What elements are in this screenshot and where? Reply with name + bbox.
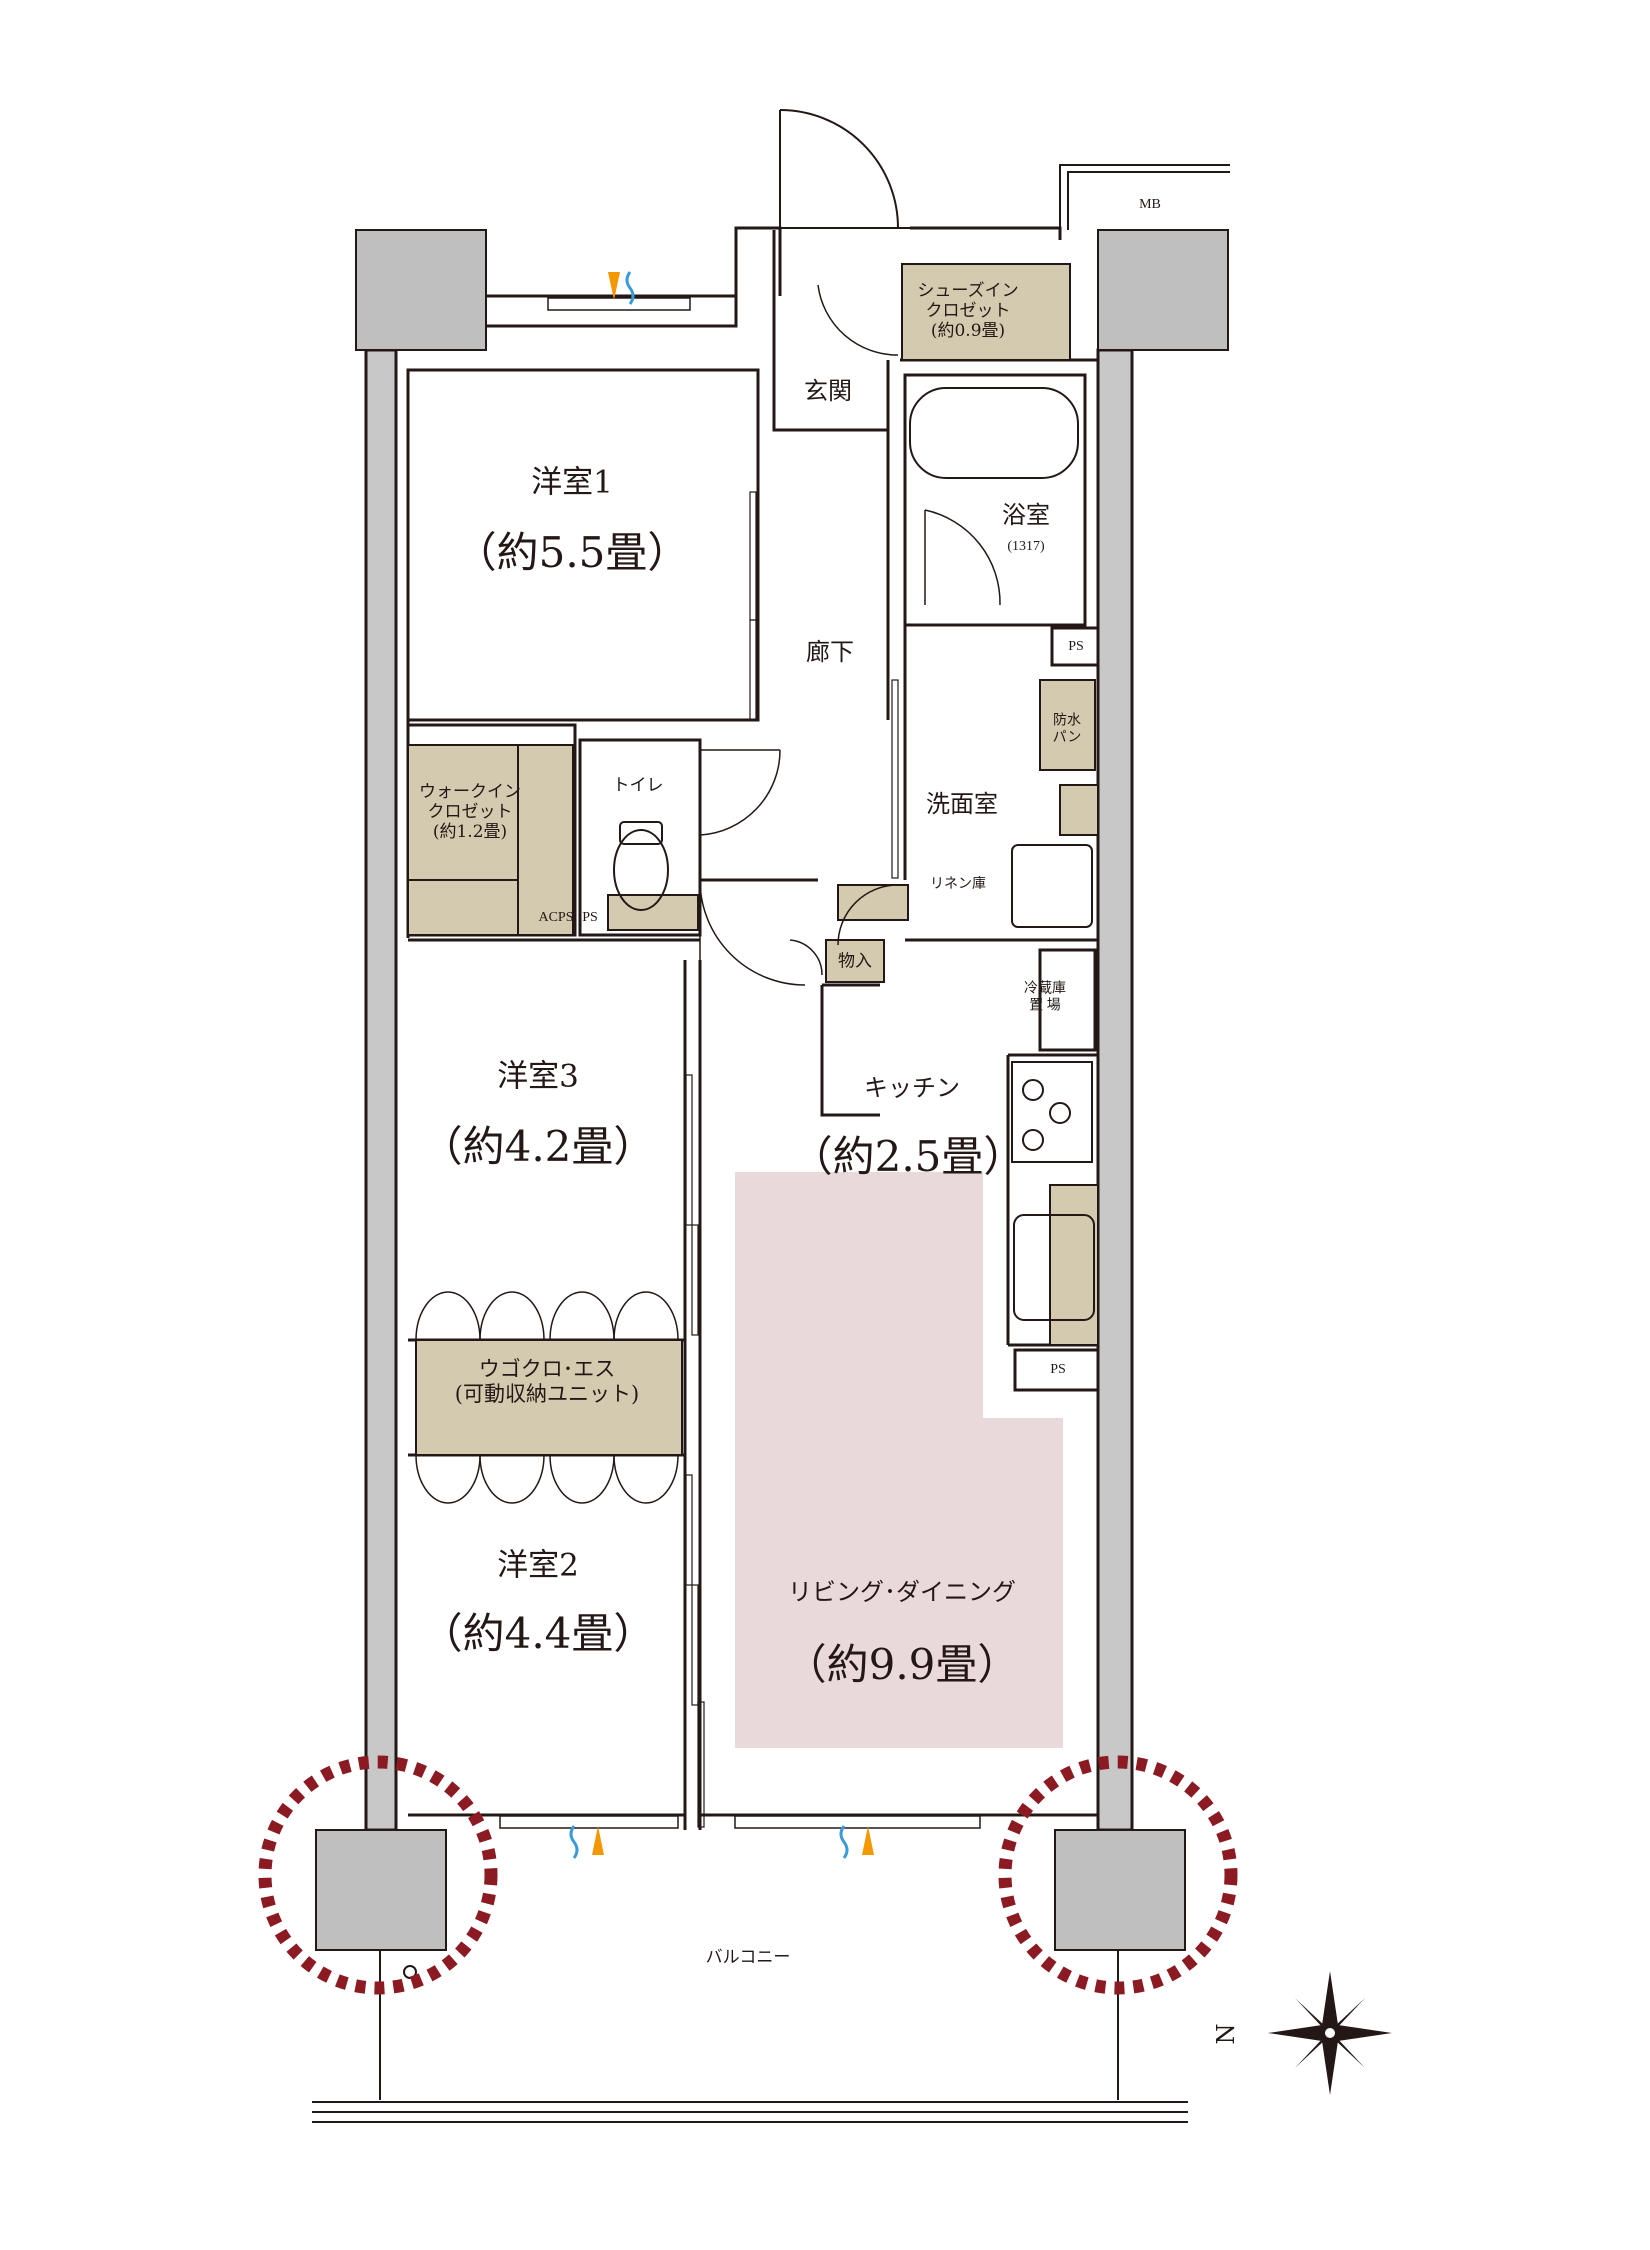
room-bathroom-name: 浴室 [1002,501,1050,529]
room-toilet-name: トイレ [612,775,664,796]
storage-box-label: 物入 [838,951,872,972]
room-balcony-name: バルコニー [705,1947,791,1968]
room-living-area: （約9.9畳） [784,1640,1020,1689]
room-western3-area: （約4.2畳） [420,1122,656,1171]
acps-label: ACPS [538,910,574,925]
room-western1-name: 洋室1 [531,464,613,501]
vent-blue-br [839,1825,849,1859]
movable-storage [415,1339,683,1456]
room-hallway-name: 廊下 [806,638,854,666]
fridge-space-label: 冷蔵庫 置 場 [1024,981,1066,1013]
room-kitchen-name: キッチン [864,1074,960,1102]
mb-box [1059,164,1230,230]
vent-orange-br [862,1826,874,1855]
bathtub [909,387,1079,479]
column-top-right [1097,229,1229,351]
kitchen-fixtures [1011,844,1095,1321]
linen-label: リネン庫 [930,877,986,892]
ventilation-markers [569,271,874,1859]
walk-in-closet-label: ウォークイン クロゼット (約1.2畳) [419,781,521,843]
vent-orange-bl [592,1826,604,1855]
room-western3-name: 洋室3 [497,1058,579,1095]
room-kitchen-area: （約2.5畳） [790,1132,1026,1181]
compass-north-label: N [1212,2023,1240,2045]
highlight-circle-left [258,1755,498,1995]
sliding-doors [685,491,899,1828]
interior-doors [699,284,899,986]
ps-lower-label: PS [1050,1362,1066,1377]
walk-in-closet-1 [407,744,519,881]
storage-box-fill [825,939,885,983]
front-door [779,109,910,229]
walk-in-closet-3 [407,879,519,936]
mb-label: MB [1139,197,1161,212]
highlight-circle-right [998,1755,1238,1995]
vent-blue-top [625,271,635,305]
living-dining-highlight [735,1172,1063,1748]
room-western2-area: （約4.4畳） [420,1609,656,1658]
ps-upper-label: PS [1068,639,1084,654]
ps-walkin-label: PS [582,910,598,925]
vent-orange-top [608,272,620,300]
movable-storage-doors [415,1291,679,1504]
room-living-name: リビング･ダイニング [788,1578,1016,1606]
room-entrance-name: 玄関 [804,377,852,405]
vent-blue-bl [569,1825,579,1859]
room-western2-name: 洋室2 [497,1547,579,1584]
shoe-closet-label: シューズイン クロゼット (約0.9畳) [917,280,1019,342]
columns [315,229,1229,1951]
waterproof-pan-fill [1039,679,1096,771]
windows [499,297,981,1829]
room-washroom-name: 洗面室 [926,790,998,818]
shoe-closet [901,263,1071,361]
bath-door [924,509,1001,606]
washbasin-top [1059,784,1099,836]
room-western1-area: （約5.5畳） [454,528,690,577]
movable-storage-label: ウゴクロ･エス (可動収納ユニット) [454,1357,640,1406]
column-top-left [355,229,487,351]
linen-shelf [837,884,909,921]
balcony [312,1950,1188,2123]
storage-fills [407,263,1099,1456]
highlight-circles [258,1755,1238,1995]
room-bathroom-size: (1317) [1007,539,1045,554]
walk-in-closet-2 [517,744,574,936]
toilet-fixture [613,821,669,911]
compass-icon [1268,1971,1392,2095]
waterproof-pan-label: 防水 パン [1052,713,1082,745]
column-bottom-right [1054,1829,1186,1951]
